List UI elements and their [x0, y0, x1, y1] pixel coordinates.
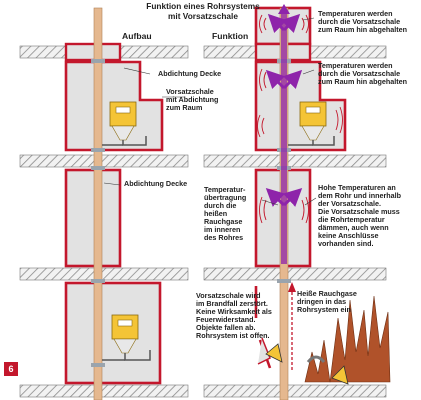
destroyed-shell [254, 286, 272, 369]
fire-icon [304, 295, 391, 383]
leader-temp-held-2 [302, 69, 315, 75]
right-column-function [254, 4, 391, 400]
diagram-title: Funktion eines Rohrsystems mit Vorsatzsc… [146, 1, 260, 21]
label-hot-gases: Heiße Rauchgase dringen in das Rohrsyste… [297, 289, 357, 314]
shell-top-left [64, 42, 122, 62]
label-heat-transfer: Temperatur- übertragung durch die heißen… [204, 185, 247, 242]
seal-left-5 [91, 363, 105, 367]
leader-ceiling-seal-1 [123, 67, 151, 75]
pipe-left [93, 7, 103, 400]
label-ceiling-seal-1: Abdichtung Decke [158, 69, 222, 78]
gas-meter-icon [288, 101, 335, 146]
page-number-badge: 6 [4, 362, 18, 376]
seal-left-4 [91, 279, 105, 283]
gas-meter-icon [102, 314, 151, 361]
heat-arrow-icon [265, 4, 303, 264]
left-column-construction [64, 7, 185, 400]
seal-right-4 [277, 279, 291, 283]
ceiling-right-2 [203, 154, 387, 168]
shell-middle-left [64, 168, 122, 268]
label-high-temp: Hohe Temperaturen an dem Rohr und innerh… [318, 183, 402, 248]
ceiling-left-2 [19, 154, 189, 168]
leader-high-temp [304, 197, 317, 206]
ceiling-left-3 [19, 267, 189, 281]
label-ceiling-seal-2: Abdichtung Decke [124, 179, 188, 188]
seal-left-3 [91, 166, 105, 170]
ceiling-right-3 [203, 267, 387, 281]
warning-sign-icon [265, 343, 349, 385]
leader-ceiling-seal-2 [103, 182, 121, 186]
heat-wave-icon [257, 14, 343, 224]
heading-right: Funktion [212, 31, 249, 41]
seal-left-2 [91, 148, 105, 152]
leader-heat-transfer [261, 199, 279, 206]
label-temp-held-2: Temperaturen werden durch die Vorsatzsch… [318, 61, 408, 86]
label-destroyed: Vorsatzschale wird im Brandfall zerstört… [196, 291, 272, 340]
leader-temp-held-1 [302, 17, 315, 21]
gas-meter-icon [102, 101, 147, 146]
label-temp-held-1: Temperaturen werden durch die Vorsatzsch… [318, 9, 408, 34]
ceiling-left-4 [19, 384, 189, 398]
heading-left: Aufbau [122, 31, 152, 41]
seal-left-1 [91, 59, 105, 63]
ceiling-slabs [19, 45, 387, 398]
ceiling-right-4 [203, 384, 387, 398]
label-shell-seal: Vorsatzschale mit Abdichtung zum Raum [166, 87, 219, 112]
